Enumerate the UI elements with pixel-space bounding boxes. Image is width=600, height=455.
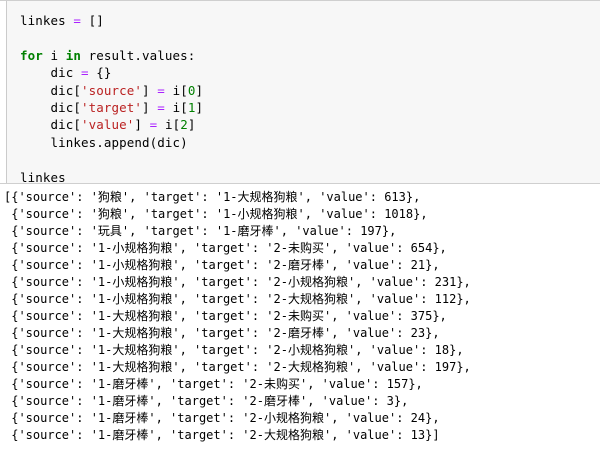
output-record-line: {'source': '1-小规格狗粮', 'target': '2-大规格狗粮… (11, 292, 471, 306)
output-record-line: {'source': '狗粮', 'target': '1-小规格狗粮', 'v… (11, 207, 428, 221)
code-line (20, 151, 600, 168)
output-record-line: {'source': '1-大规格狗粮', 'target': '2-小规格狗粮… (11, 343, 464, 357)
code-token-pl: ] (142, 100, 158, 116)
code-token-pl: ] (195, 82, 204, 98)
code-token-str: 'target' (81, 100, 143, 116)
code-token-pl: linkes (20, 13, 74, 28)
code-token-str: 'source' (81, 82, 143, 98)
code-token-pl: dic[ (20, 117, 82, 133)
code-token-op: = (157, 100, 165, 116)
code-token-pl: dic[ (20, 100, 82, 116)
code-token-op: = (149, 117, 158, 133)
code-token-pl: result.values: (81, 47, 196, 63)
code-token-pl: i[ (164, 100, 188, 116)
code-token-pl: linkes.append(dic) (20, 134, 188, 150)
cell-gutter-bar (0, 1, 7, 183)
code-token-op: = (73, 13, 82, 28)
code-token-pl: dic (20, 65, 82, 81)
output-record-line: {'source': '1-大规格狗粮', 'target': '2-未购买',… (11, 309, 447, 323)
code-line: linkes = [] (20, 12, 600, 29)
code-line: linkes (20, 169, 600, 186)
output-record-line: {'source': '1-磨牙棒', 'target': '2-未购买', '… (11, 377, 423, 391)
code-token-num: 2 (180, 117, 188, 133)
code-token-pl: i[ (157, 117, 181, 133)
code-token-kw: in (65, 47, 82, 63)
output-record-line: {'source': '1-大规格狗粮', 'target': '2-大规格狗粮… (11, 360, 471, 374)
code-token-op: = (157, 82, 165, 98)
code-token-pl: ] (187, 117, 196, 133)
output-record-line: {'source': '1-小规格狗粮', 'target': '2-小规格狗粮… (11, 275, 471, 289)
code-token-op: = (81, 65, 89, 81)
output-record-line: {'source': '1-小规格狗粮', 'target': '2-磨牙棒',… (11, 258, 440, 272)
code-token-num: 1 (187, 100, 196, 116)
output-record-line: {'source': '1-磨牙棒', 'target': '2-大规格狗粮',… (11, 428, 440, 442)
output-record-line: {'source': '1-大规格狗粮', 'target': '2-磨牙棒',… (11, 326, 440, 340)
code-token-pl: linkes (20, 169, 66, 185)
code-line: dic['source'] = i[0] (20, 82, 600, 99)
jupyter-code-cell[interactable]: linkes = [] for i in result.values: dic … (0, 0, 600, 186)
code-token-pl: i (42, 47, 66, 63)
code-token-pl: ] (195, 100, 204, 116)
code-token-num: 0 (187, 82, 196, 98)
code-line (20, 29, 600, 46)
code-token-pl: ] (142, 82, 158, 98)
cell-output-area: [{'source': '狗粮', 'target': '1-大规格狗粮', '… (0, 184, 600, 444)
output-record-line: {'source': '玩具', 'target': '1-磨牙棒', 'val… (11, 224, 397, 238)
output-record-line: [{'source': '狗粮', 'target': '1-大规格狗粮', '… (4, 190, 421, 204)
code-token-pl: ] (134, 117, 150, 133)
output-record-line: {'source': '1-磨牙棒', 'target': '2-磨牙棒', '… (11, 394, 409, 408)
code-token-pl: i[ (164, 82, 188, 98)
code-line: dic['value'] = i[2] (20, 116, 600, 133)
output-record-line: {'source': '1-小规格狗粮', 'target': '2-未购买',… (11, 241, 447, 255)
code-token-pl: dic[ (20, 82, 82, 98)
output-text: [{'source': '狗粮', 'target': '1-大规格狗粮', '… (4, 189, 600, 444)
code-line: dic = {} (20, 64, 600, 81)
output-record-line: {'source': '1-磨牙棒', 'target': '2-小规格狗粮',… (11, 411, 440, 425)
code-token-kw: for (20, 47, 43, 63)
code-token-pl: {} (88, 65, 112, 81)
code-editor[interactable]: linkes = [] for i in result.values: dic … (0, 12, 600, 186)
code-line: linkes.append(dic) (20, 134, 600, 151)
code-line: dic['target'] = i[1] (20, 99, 600, 116)
code-token-str: 'value' (81, 117, 135, 133)
code-token-pl: [] (81, 13, 104, 28)
code-line: for i in result.values: (20, 47, 600, 64)
